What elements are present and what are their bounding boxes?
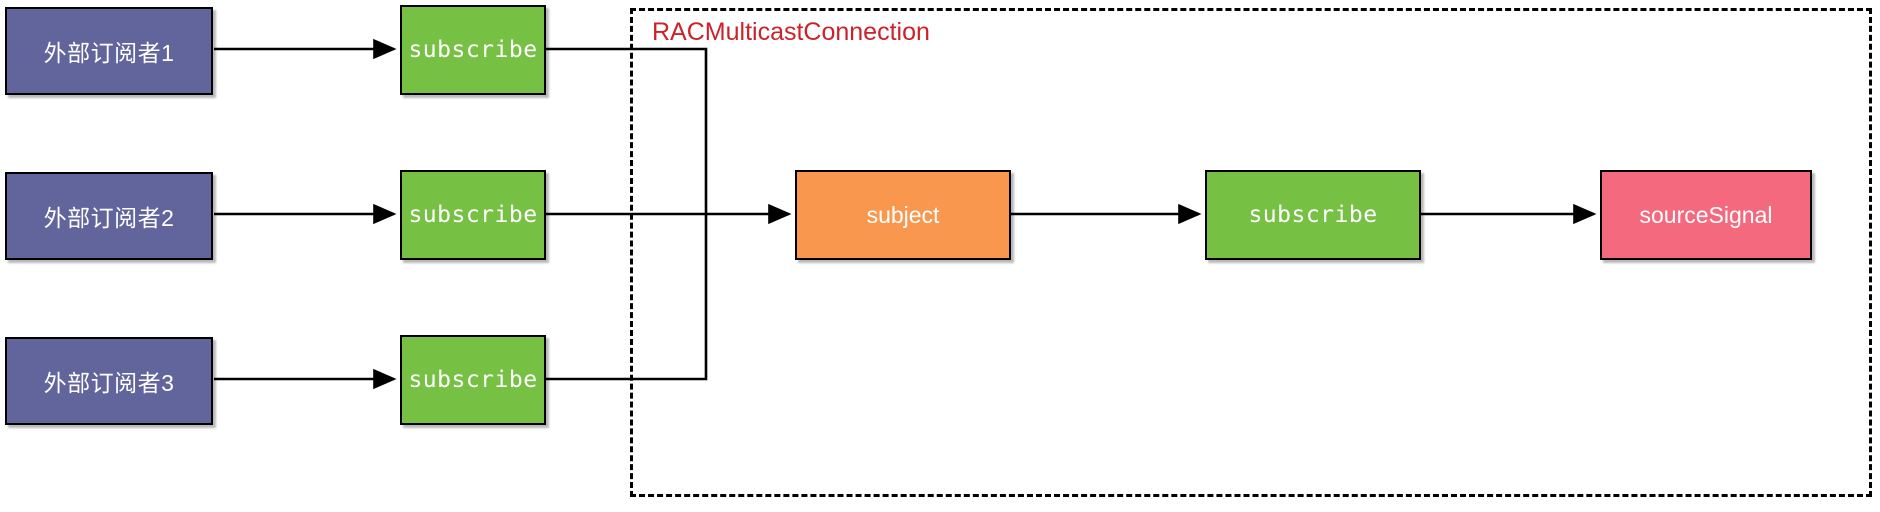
node-label: sourceSignal <box>1639 201 1773 228</box>
node-label: subscribe <box>408 37 538 63</box>
node-label: subscribe <box>1248 202 1378 228</box>
node-label: subject <box>866 201 940 228</box>
node-label: 外部订阅者1 <box>43 40 175 66</box>
node-label: 外部订阅者2 <box>43 205 175 231</box>
racmulticastconnection-title: RACMulticastConnection <box>652 18 930 46</box>
node-subject[interactable]: subject <box>795 170 1011 260</box>
node-subscriber-3[interactable]: 外部订阅者3 <box>5 337 213 425</box>
node-outer-subscribe-3[interactable]: subscribe <box>400 335 546 425</box>
node-inner-subscribe[interactable]: subscribe <box>1205 170 1421 260</box>
node-outer-subscribe-2[interactable]: subscribe <box>400 170 546 260</box>
node-label: 外部订阅者3 <box>43 370 175 396</box>
node-outer-subscribe-1[interactable]: subscribe <box>400 5 546 95</box>
node-label: subscribe <box>408 367 538 393</box>
node-source-signal[interactable]: sourceSignal <box>1600 170 1812 260</box>
node-subscriber-2[interactable]: 外部订阅者2 <box>5 172 213 260</box>
node-label: subscribe <box>408 202 538 228</box>
node-subscriber-1[interactable]: 外部订阅者1 <box>5 7 213 95</box>
